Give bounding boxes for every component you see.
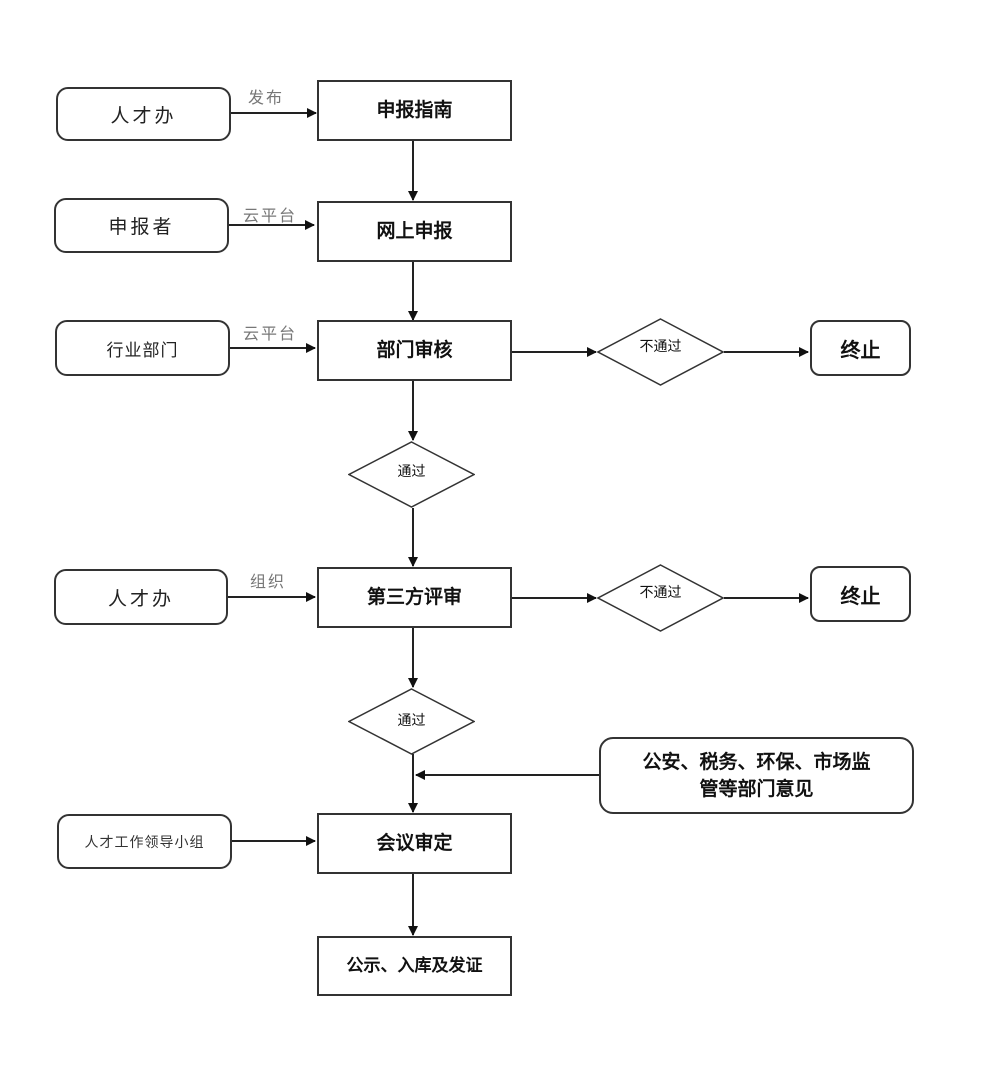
- node-label: 人才工作领导小组: [84, 834, 205, 851]
- edge-label-cloud-platform-1: 云平台: [243, 206, 298, 225]
- decision-third-reject: 不通过: [597, 564, 724, 632]
- node-third-end: 终止: [810, 566, 911, 622]
- node-label: 申报指南: [376, 98, 453, 121]
- diamond-label: 不通过: [639, 585, 682, 601]
- edge-label-cloud-platform-2: 云平台: [243, 324, 298, 343]
- diamond-shape: [597, 318, 724, 386]
- node-label-line-2: 管等部门意见: [699, 777, 814, 800]
- node-talent-office-2: 人才办: [54, 569, 228, 625]
- node-label: 部门审核: [376, 338, 453, 361]
- node-dept-end: 终止: [810, 320, 911, 376]
- node-leading-group: 人才工作领导小组: [57, 814, 232, 869]
- node-label: 第三方评审: [366, 585, 462, 608]
- diamond-shape: [348, 688, 475, 755]
- node-online-apply: 网上申报: [317, 201, 512, 262]
- edge-label-organize: 组织: [250, 572, 287, 591]
- diamond-shape: [348, 441, 475, 508]
- node-application-guide: 申报指南: [317, 80, 512, 141]
- node-label: 申报者: [108, 216, 175, 238]
- node-industry-dept: 行业部门: [55, 320, 230, 376]
- node-label: 行业部门: [106, 340, 179, 361]
- decision-third-pass: 通过: [348, 688, 475, 755]
- node-talent-office-1: 人才办: [56, 87, 231, 141]
- node-label: 终止: [840, 337, 881, 362]
- decision-dept-reject: 不通过: [597, 318, 724, 386]
- node-third-party-review: 第三方评审: [317, 567, 512, 628]
- decision-dept-pass: 通过: [348, 441, 475, 508]
- node-applicant: 申报者: [54, 198, 229, 253]
- edge-label-publish: 发布: [248, 88, 285, 107]
- diamond-shape: [597, 564, 724, 632]
- node-label: 公示、入库及发证: [346, 955, 483, 976]
- node-label-line-1: 公安、税务、环保、市场监: [642, 750, 871, 773]
- node-label: 会议审定: [376, 831, 453, 854]
- node-departments-opinion: 公安、税务、环保、市场监 管等部门意见: [599, 737, 914, 814]
- node-publicize-certify: 公示、入库及发证: [317, 936, 512, 996]
- node-label: 人才办: [107, 587, 174, 610]
- diamond-label: 不通过: [639, 339, 682, 355]
- node-label: 人才办: [110, 104, 177, 127]
- diamond-label: 通过: [397, 712, 426, 729]
- node-meeting-decision: 会议审定: [317, 813, 512, 874]
- node-label: 终止: [840, 583, 881, 608]
- node-label: 网上申报: [376, 219, 453, 242]
- node-dept-review: 部门审核: [317, 320, 512, 381]
- diamond-label: 通过: [397, 463, 426, 480]
